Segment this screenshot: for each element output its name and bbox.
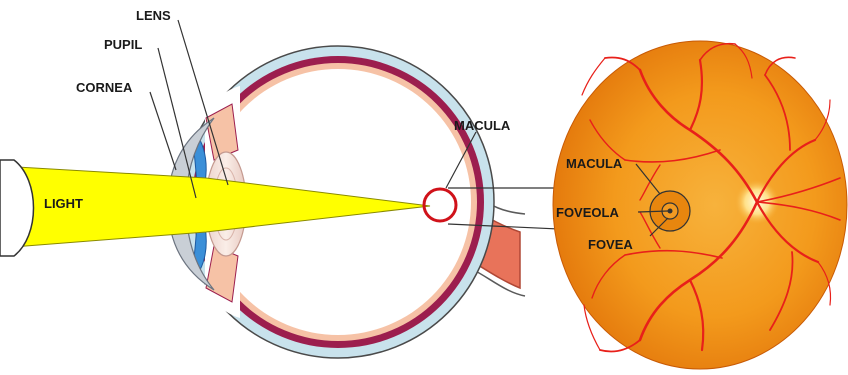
macula-eye-label: MACULA [454,118,511,133]
lens-label: LENS [136,8,171,23]
light-label: LIGHT [44,196,83,211]
pupil-label: PUPIL [104,37,142,52]
foveola-label: FOVEOLA [556,205,619,220]
cornea-label: CORNEA [76,80,133,95]
macula-retina-label: MACULA [566,156,623,171]
foveola-region [668,209,673,214]
fovea-label: FOVEA [588,237,633,252]
